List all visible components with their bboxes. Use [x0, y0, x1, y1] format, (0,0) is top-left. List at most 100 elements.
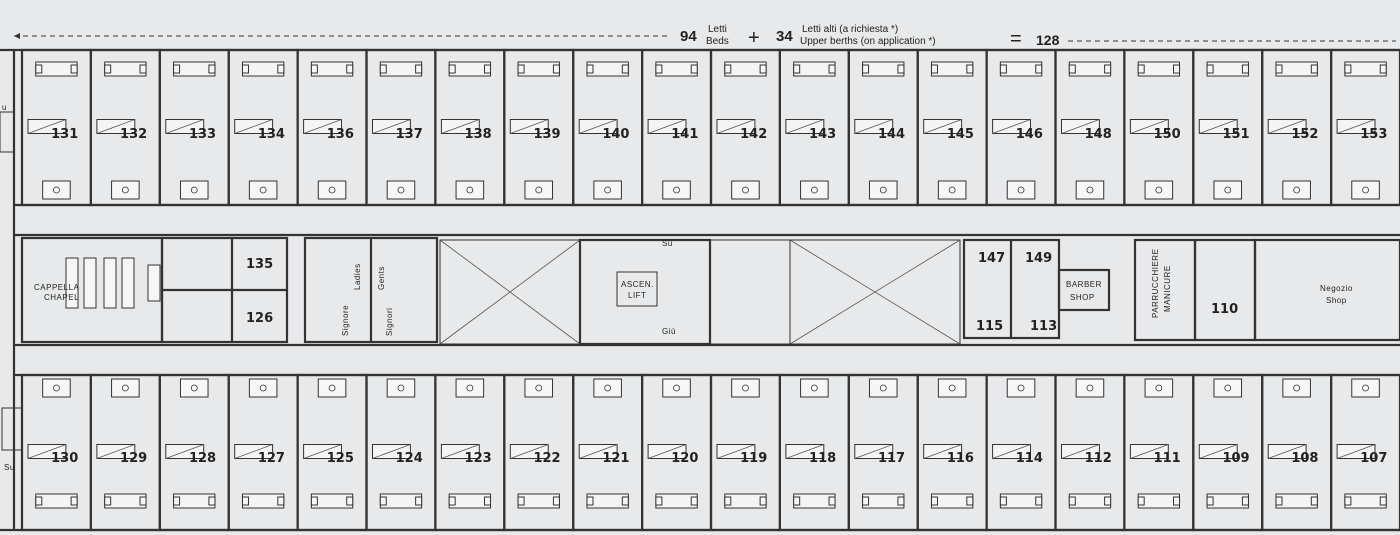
upper-berths-count: 34	[776, 28, 793, 45]
cabin-135: 135	[246, 257, 273, 272]
bath-icon	[731, 378, 760, 398]
cabin-number: 123	[465, 451, 492, 466]
bath-icon	[1282, 378, 1311, 398]
chapel-label-it: CAPPELLA	[34, 283, 80, 292]
cabin-150: 150	[1123, 48, 1195, 207]
bath-icon	[179, 180, 209, 200]
cabin-114: 114	[985, 373, 1057, 532]
cabin-124: 124	[365, 373, 437, 532]
lift-label-en: LIFT	[628, 291, 646, 300]
beds-label-it: Letti	[708, 24, 727, 35]
shop-label-en: Shop	[1326, 296, 1347, 305]
cabin-115: 115	[976, 319, 1003, 334]
beds-count: 94	[680, 28, 697, 45]
cabin-number: 141	[671, 127, 698, 142]
cabin-122: 122	[503, 373, 575, 532]
cabin-number: 145	[947, 127, 974, 142]
bath-icon	[42, 180, 71, 200]
bath-icon	[455, 180, 485, 200]
cabin-number: 150	[1154, 127, 1181, 142]
bath-icon	[800, 180, 829, 200]
cabin-number: 107	[1360, 451, 1387, 466]
cabin-number: 121	[602, 451, 629, 466]
cabin-number: 129	[120, 451, 147, 466]
bath-icon	[42, 378, 71, 398]
bath-icon	[731, 180, 760, 200]
cabin-number: 146	[1016, 127, 1043, 142]
cabin-number: 143	[809, 127, 836, 142]
bath-icon	[1282, 180, 1311, 200]
cabin-112: 112	[1054, 373, 1126, 532]
cabin-number: 125	[327, 451, 354, 466]
bath-icon	[937, 180, 967, 200]
cabin-number: 112	[1085, 451, 1112, 466]
bath-icon	[317, 378, 347, 398]
cabin-number: 137	[396, 127, 423, 142]
stairs-left-bottom-label: Su	[4, 463, 15, 472]
bath-icon	[868, 378, 898, 398]
bath-icon	[1213, 378, 1243, 398]
plus-sign: +	[748, 27, 760, 49]
chapel-label-en: CHAPEL	[44, 293, 79, 302]
bath-icon	[662, 180, 691, 200]
cabin-number: 127	[258, 451, 285, 466]
arrow-left-icon	[14, 33, 20, 39]
cabin-number: 117	[878, 451, 905, 466]
cabin-number: 119	[740, 451, 767, 466]
cabin-140: 140	[572, 48, 644, 207]
cabin-number: 151	[1222, 127, 1249, 142]
middle-block: CAPPELLA CHAPEL 135 126 Signore Ladies S…	[20, 236, 1400, 346]
bath-icon	[1006, 378, 1036, 398]
cabin-number: 139	[533, 127, 560, 142]
cabin-146: 146	[985, 48, 1057, 207]
ladies-label-it: Signore	[341, 305, 350, 336]
barber-label-1: BARBER	[1066, 280, 1102, 289]
bath-icon	[800, 378, 829, 398]
cabin-118: 118	[778, 373, 850, 532]
cabin-number: 131	[51, 127, 78, 142]
stairs-left: u Su	[0, 103, 23, 472]
bath-icon	[386, 180, 416, 200]
cabin-number: 116	[947, 451, 974, 466]
upper-berths-label-it: Letti alti (a richiesta *)	[802, 24, 898, 35]
bath-icon	[1144, 180, 1174, 200]
cabin-number: 133	[189, 127, 216, 142]
bath-icon	[455, 378, 485, 398]
cabin-149: 149	[1025, 251, 1052, 266]
cabin-138: 138	[434, 48, 506, 207]
cabin-number: 111	[1154, 451, 1181, 466]
cabin-number: 114	[1016, 451, 1043, 466]
cabin-number: 140	[602, 127, 629, 142]
cabin-136: 136	[296, 48, 368, 207]
bath-icon	[386, 378, 416, 398]
cabin-number: 152	[1291, 127, 1318, 142]
bath-icon	[179, 378, 209, 398]
equals-sign: =	[1010, 28, 1022, 50]
cabin-109: 109	[1192, 373, 1264, 532]
cabin-number: 130	[51, 451, 78, 466]
cabin-number: 153	[1360, 127, 1387, 142]
cabin-number: 134	[258, 127, 285, 142]
cabin-119: 119	[709, 373, 782, 532]
bath-icon	[524, 180, 554, 200]
bath-icon	[248, 378, 278, 398]
gents-label-it: Signori	[385, 308, 394, 336]
cabin-148: 148	[1054, 48, 1126, 207]
hairdresser-label-en: MANICURE	[1163, 265, 1172, 312]
cabin-number: 132	[120, 127, 147, 142]
cabin-147: 147	[978, 251, 1005, 266]
stairs-left-top-label: u	[2, 103, 7, 112]
barber-shop	[1057, 268, 1111, 312]
bath-icon	[593, 180, 622, 200]
bath-icon	[937, 378, 967, 398]
cabin-number: 124	[396, 451, 423, 466]
cabin-120: 120	[640, 373, 713, 532]
barber-label-2: SHOP	[1070, 293, 1095, 302]
cabin-123: 123	[434, 373, 506, 532]
cabin-142: 142	[709, 48, 782, 207]
gents-label-en: Gents	[377, 266, 386, 290]
cabin-139: 139	[503, 48, 575, 207]
cabin-number: 128	[189, 451, 216, 466]
